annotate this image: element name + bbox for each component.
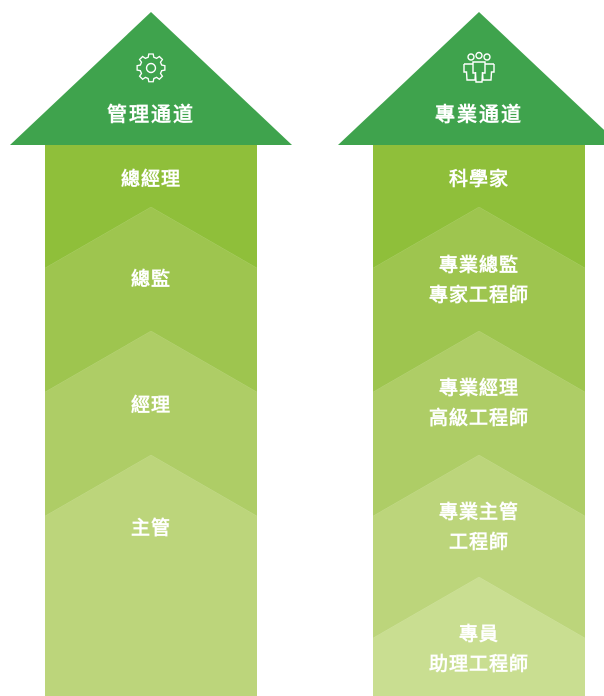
management-level-1-line-1: 總經理 xyxy=(120,168,181,190)
team-icon xyxy=(463,51,495,83)
management-level-2: 總監 xyxy=(45,264,257,294)
professional-level-5: 專員 助理工程師 xyxy=(373,619,585,679)
professional-arrow-head xyxy=(338,12,604,145)
professional-level-3-line-1: 專業經理 xyxy=(438,377,519,399)
professional-band-1 xyxy=(373,145,585,268)
professional-band-3 xyxy=(373,331,585,516)
professional-header: 專業通道 xyxy=(435,102,523,126)
professional-level-5-line-2: 助理工程師 xyxy=(428,653,529,675)
professional-level-3: 專業經理 高級工程師 xyxy=(373,373,585,433)
management-header: 管理通道 xyxy=(107,102,195,126)
management-band-4 xyxy=(45,455,257,696)
professional-level-4-line-2: 工程師 xyxy=(448,531,509,553)
management-level-2-line-1: 總監 xyxy=(130,268,171,290)
professional-band-2 xyxy=(373,207,585,392)
professional-level-2-line-2: 專家工程師 xyxy=(428,284,529,306)
professional-band-5 xyxy=(373,577,585,696)
gear-icon xyxy=(136,53,166,83)
professional-band-4 xyxy=(373,455,585,638)
professional-level-4-line-1: 專業主管 xyxy=(438,501,519,523)
management-level-3-line-1: 經理 xyxy=(130,394,171,416)
professional-level-5-line-1: 專員 xyxy=(458,623,499,645)
management-level-4: 主管 xyxy=(45,513,257,543)
management-band-2 xyxy=(45,207,257,392)
professional-level-1-line-1: 科學家 xyxy=(448,168,509,190)
management-level-1: 總經理 xyxy=(45,164,257,194)
professional-level-4: 專業主管 工程師 xyxy=(373,497,585,557)
management-level-4-line-1: 主管 xyxy=(130,517,171,539)
professional-level-2: 專業總監 專家工程師 xyxy=(373,250,585,310)
professional-level-3-line-2: 高級工程師 xyxy=(428,407,529,429)
management-band-1 xyxy=(45,145,257,268)
management-level-3: 經理 xyxy=(45,390,257,420)
management-arrow-head xyxy=(10,12,292,145)
professional-level-2-line-1: 專業總監 xyxy=(438,254,519,276)
professional-level-1: 科學家 xyxy=(373,164,585,194)
management-band-3 xyxy=(45,331,257,516)
